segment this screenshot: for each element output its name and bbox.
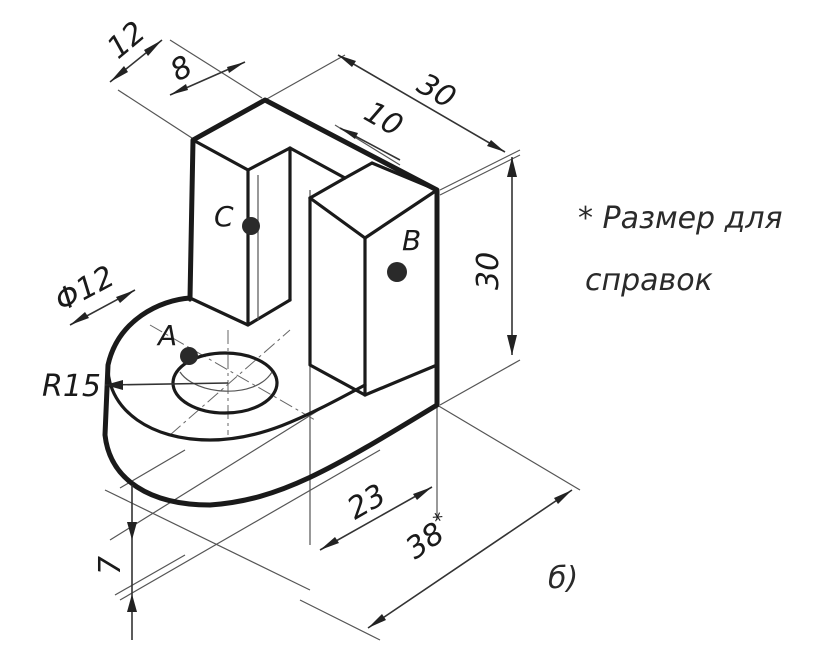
- point-a-label: A: [156, 319, 177, 352]
- dim-38: 38*: [397, 507, 459, 567]
- note-line-2: справок: [585, 263, 713, 298]
- point-b-marker: [387, 262, 407, 282]
- point-b-label: B: [402, 224, 421, 257]
- point-a-marker: [180, 347, 198, 365]
- dim-phi12: Φ12: [49, 259, 120, 319]
- point-c-label: C: [214, 200, 234, 233]
- center-lines: [149, 324, 316, 436]
- reference-note: * Размер для справок: [578, 201, 783, 298]
- dim-12: 12: [101, 15, 153, 66]
- upright-body: [187, 97, 440, 408]
- extension-lines: [104, 39, 581, 641]
- point-markers: C B A: [156, 200, 421, 365]
- dimension-lines: [69, 39, 573, 640]
- point-c-marker: [242, 217, 260, 235]
- dim-r15: R15: [42, 369, 101, 404]
- through-hole: [171, 351, 279, 415]
- base-plate: [102, 295, 440, 508]
- dim-23: 23: [342, 478, 393, 527]
- dim-30-top: 30: [411, 67, 462, 116]
- dim-10: 10: [358, 95, 409, 144]
- note-line-1: * Размер для: [578, 201, 783, 236]
- dim-30-height: 30: [471, 252, 506, 290]
- dim-7: 7: [93, 556, 128, 575]
- figure-caption: б): [548, 561, 578, 596]
